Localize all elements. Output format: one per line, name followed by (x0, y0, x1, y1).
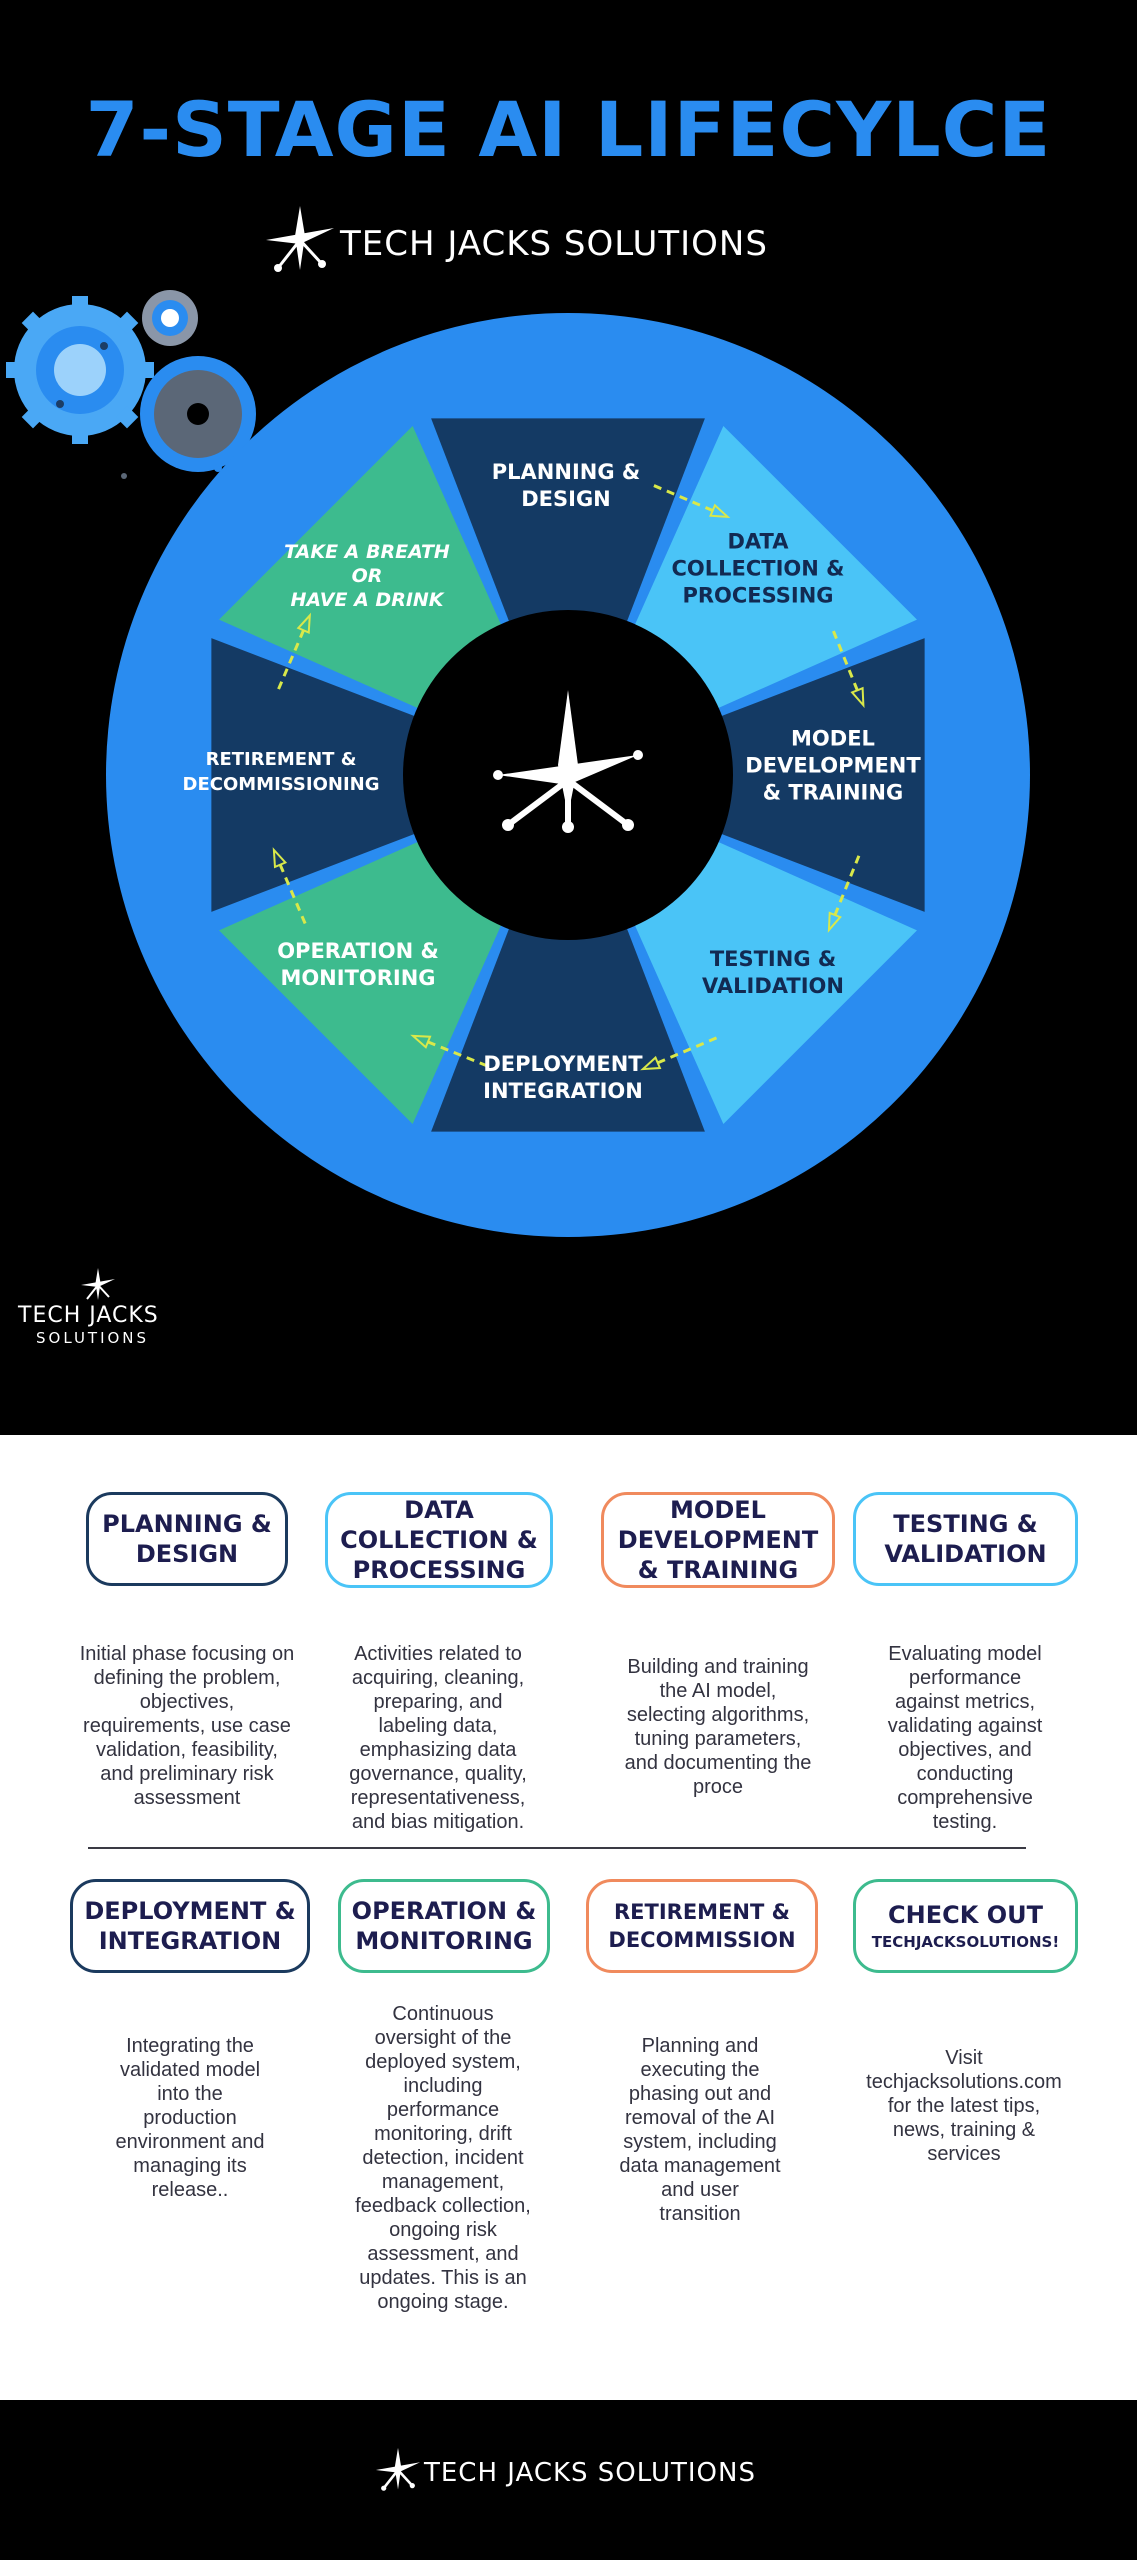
brand-logo-top: TECH JACKS SOLUTIONS (260, 200, 880, 280)
stage-arrowhead-6 (272, 847, 288, 869)
wheel-label-operation: OPERATION & MONITORING (277, 939, 439, 990)
gear-small-icon (142, 290, 198, 346)
page-title: 7-STAGE AI LIFECYLCE (85, 85, 1052, 174)
desc-retirement-decommission: Planning and executing the phasing out a… (619, 2035, 781, 2225)
card-title: OPERATION & MONITORING (351, 1897, 537, 1955)
card-model-development: MODEL DEVELOPMENT & TRAINING (601, 1492, 835, 1588)
card-retirement-decommission: RETIREMENT & DECOMMISSION (586, 1879, 818, 1973)
wheel-label-deployment: DEPLOYMENT INTEGRATION (483, 1052, 643, 1103)
desc-check-out: Visit techjacksolutions.com for the late… (866, 2047, 1062, 2165)
stage-arrow-5 (423, 1039, 488, 1068)
gear-dark-icon (140, 356, 256, 472)
wheel-segment-planning (431, 418, 705, 626)
card-testing-validation: TESTING & VALIDATION (853, 1492, 1078, 1586)
wheel-label-take-a-breath: TAKE A BREATH OR HAVE A DRINK (284, 541, 450, 611)
stage-arrowhead-4 (640, 1055, 662, 1071)
stage-arrowhead-1 (709, 503, 731, 519)
stage-arrow-2 (832, 630, 861, 695)
wheel-segment-take-a-breath (219, 426, 503, 710)
desc-deployment-integration: Integrating the validated model into the… (115, 2035, 265, 2201)
desc-data-collection: Activities related to acquiring, cleanin… (349, 1643, 527, 1833)
star-logo-footer-icon (375, 2447, 421, 2491)
wheel-segment-deployment (431, 924, 705, 1132)
hero-section: 7-STAGE AI LIFECYLCE TECH JACKS SOLUTION… (0, 0, 1137, 1435)
footer-brand: TECH JACKS SOLUTIONS (424, 2458, 756, 2488)
card-title: DEPLOYMENT & INTEGRATION (84, 1897, 296, 1955)
brand-logo-corner: TECH JACKS SOLUTIONS (10, 1265, 190, 1355)
card-operation-monitoring: OPERATION & MONITORING (338, 1879, 550, 1973)
wheel-label-model-development: MODEL DEVELOPMENT & TRAINING (745, 726, 921, 805)
desc-model-development: Building and training the AI model, sele… (624, 1656, 812, 1798)
wheel-label-planning: PLANNING & DESIGN (491, 460, 641, 511)
star-logo-icon (266, 206, 334, 272)
card-subtitle: TECHJACKSOLUTIONS! (871, 1933, 1060, 1951)
brand-corner-line1: TECH JACKS (18, 1303, 159, 1328)
card-planning-design: PLANNING & DESIGN (86, 1492, 288, 1586)
card-title: CHECK OUT (888, 1901, 1043, 1929)
gears-decoration (6, 290, 256, 479)
wheel-label-data-collection: DATA COLLECTION & PROCESSING (671, 529, 845, 608)
desc-testing-validation: Evaluating model performance against met… (887, 1643, 1043, 1833)
wheel-segment-retirement (211, 638, 419, 912)
lifecycle-wheel (106, 313, 1030, 1237)
desc-planning-design: Initial phase focusing on defining the p… (79, 1643, 295, 1809)
section-divider (88, 1847, 1026, 1849)
card-deployment-integration: DEPLOYMENT & INTEGRATION (70, 1879, 310, 1973)
stage-arrowhead-2 (850, 686, 865, 709)
card-title: PLANNING & DESIGN (102, 1510, 272, 1568)
card-data-collection: DATA COLLECTION & PROCESSING (325, 1492, 553, 1588)
wheel-segment-testing (633, 840, 917, 1124)
card-title: RETIREMENT & DECOMMISSION (608, 1900, 796, 1952)
wheel-segment-data-collection (633, 426, 917, 710)
stage-arrow-3 (832, 855, 861, 920)
desc-operation-monitoring: Continuous oversight of the deployed sys… (355, 2003, 531, 2313)
brand-name-top: TECH JACKS SOLUTIONS (340, 224, 768, 264)
wheel-label-retirement: RETIREMENT & DECOMMISSIONING (182, 749, 380, 795)
footer: TECH JACKS SOLUTIONS (0, 2400, 1137, 2560)
card-check-out: CHECK OUT TECHJACKSOLUTIONS! (853, 1879, 1078, 1973)
card-title: MODEL DEVELOPMENT & TRAINING (617, 1496, 819, 1584)
card-title: DATA COLLECTION & PROCESSING (340, 1496, 538, 1584)
stage-arrow-1 (653, 484, 718, 514)
brand-corner-line2: SOLUTIONS (36, 1329, 150, 1347)
stage-arrow-4 (653, 1036, 718, 1066)
wheel-label-testing: TESTING & VALIDATION (702, 947, 844, 998)
stage-arrowhead-7 (296, 612, 312, 634)
wheel-segment-model-development (717, 638, 925, 912)
stage-arrowhead-5 (410, 1034, 432, 1049)
center-star-icon (493, 690, 643, 833)
wheel-segment-operation (219, 840, 503, 1124)
star-logo-small-icon (81, 1268, 115, 1300)
card-title: TESTING & VALIDATION (884, 1510, 1047, 1568)
stage-arrow-6 (277, 860, 307, 925)
stage-arrowhead-3 (827, 911, 842, 933)
stage-arrow-7 (277, 625, 307, 690)
